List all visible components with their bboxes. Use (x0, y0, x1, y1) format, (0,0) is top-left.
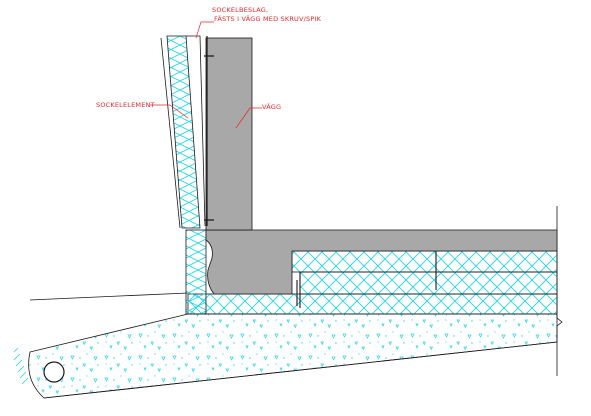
gravel-bed (28, 313, 558, 399)
ground-insulation (187, 293, 558, 315)
break-line (556, 206, 563, 376)
slab-insulation-upper (291, 250, 558, 273)
ground-line (29, 292, 189, 301)
plinth-bracket (186, 35, 206, 227)
bed-edge (43, 341, 558, 399)
anchor-bars (296, 251, 437, 308)
leader-vagg (235, 107, 262, 129)
wall (205, 37, 253, 231)
label-vagg: VÄGG (262, 103, 282, 111)
edge-insulation (185, 229, 207, 315)
plinth-outer-face (160, 37, 181, 229)
slab-insulation-lower (299, 271, 558, 295)
leader-sockelelement (150, 104, 189, 119)
label-sockelbeslag-line1: SOCKELBESLAG, (212, 6, 269, 14)
leader-sockelbeslag (195, 21, 214, 39)
label-sockelbeslag-line2: FÄSTS I VÄGG MED SKRUV/SPIK (214, 15, 322, 23)
screw-heads (204, 55, 214, 221)
concrete-slab (205, 229, 558, 295)
plinth-element (166, 35, 201, 229)
soil-hatch (13, 347, 29, 385)
drain-pipe-icon (43, 361, 65, 383)
label-sockelelement: SOCKELELEMENT (96, 101, 155, 109)
